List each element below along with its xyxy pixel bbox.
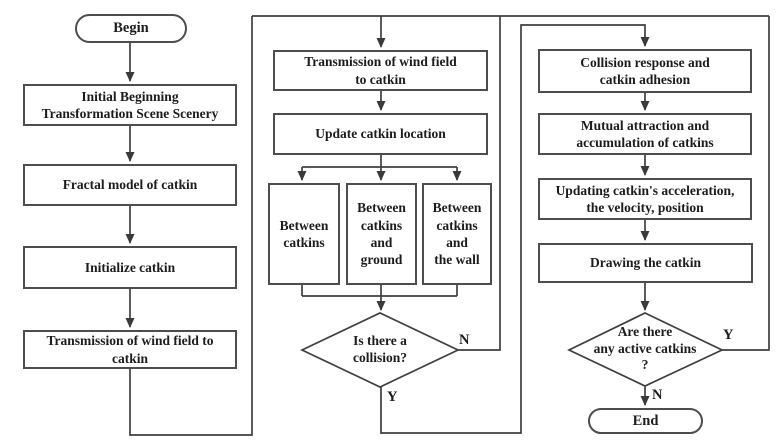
step-drawing-catkin: Drawing the catkin [538, 243, 753, 283]
step-fractal-model: Fractal model of catkin [23, 164, 237, 206]
decision-active-catkins-label: Are there any active catkins ? [593, 323, 697, 373]
decision-collision-shape [300, 312, 460, 388]
connector-left-feed-loop [129, 16, 253, 436]
step-update-location: Update catkin location [273, 113, 488, 155]
connector-decision1-no-loop [458, 16, 501, 351]
check-catkins-wall: Between catkins and the wall [422, 183, 492, 285]
check-catkins-ground: Between catkins and ground [346, 183, 417, 285]
step-initial-scene: Initial Beginning Transformation Scene S… [23, 84, 237, 126]
branch-label-collision-no: N [459, 332, 470, 348]
branch-label-active-no: N [652, 387, 663, 403]
step-wind-transmission-left: Transmission of wind field to catkin [23, 330, 237, 369]
step-wind-transmission-middle: Transmission of wind field to catkin [273, 50, 488, 91]
decision-collision-label: Is there a collision? [352, 333, 407, 365]
branch-label-collision-yes: Y [387, 389, 398, 405]
step-update-acceleration: Updating catkin's acceleration, the velo… [538, 178, 752, 220]
check-between-catkins: Between catkins [268, 183, 340, 285]
connector-decision1-yes-to-r1 [380, 24, 650, 434]
step-mutual-attraction: Mutual attraction and accumulation of ca… [538, 113, 752, 155]
step-initialize-catkin: Initialize catkin [23, 246, 237, 289]
branch-label-active-yes: Y [723, 327, 734, 343]
end-terminator: End [588, 408, 703, 434]
decision-active-catkins-shape [567, 312, 724, 387]
connector-decision2-yes-loop [722, 16, 770, 351]
begin-terminator: Begin [75, 14, 187, 43]
step-collision-response: Collision response and catkin adhesion [538, 49, 752, 93]
